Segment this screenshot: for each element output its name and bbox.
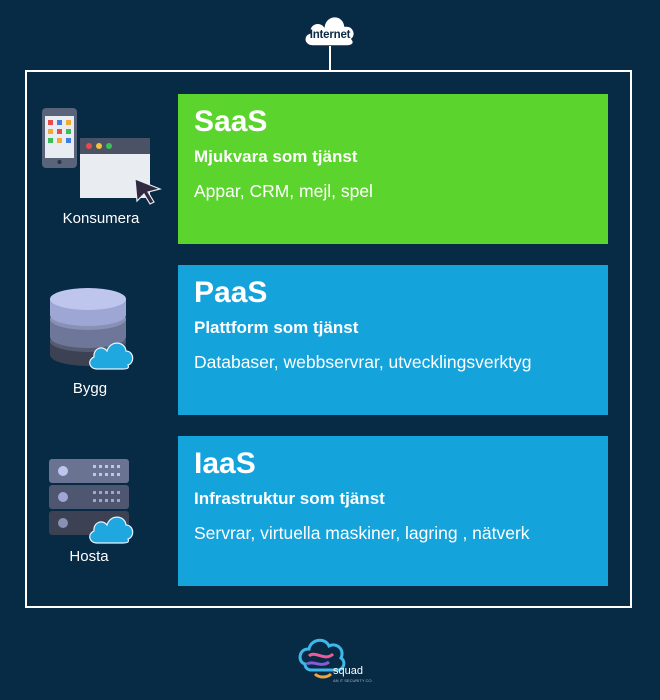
internet-connector (329, 46, 331, 71)
layer-saas: SaaS Mjukvara som tjänst Appar, CRM, mej… (178, 94, 608, 244)
phone-browser-icon (42, 108, 162, 205)
svg-text:squad: squad (333, 665, 363, 677)
svg-text:AN IT SECURITY CO.: AN IT SECURITY CO. (333, 678, 373, 683)
server-cloud-icon (49, 459, 134, 544)
layer-iaas: IaaS Infrastruktur som tjänst Servrar, v… (178, 436, 608, 586)
cloud-frame (25, 70, 632, 608)
layer-paas: PaaS Plattform som tjänst Databaser, web… (178, 265, 608, 415)
layer-description: Appar, CRM, mejl, spel (194, 181, 373, 201)
squad-logo: squad AN IT SECURITY CO. (298, 638, 373, 683)
layer-title: SaaS (194, 105, 268, 138)
side-label-consume: Konsumera (62, 210, 140, 227)
internet-cloud-icon (303, 15, 356, 47)
layer-subtitle: Infrastruktur som tjänst (194, 489, 385, 508)
layer-description: Databaser, webbservrar, utvecklingsverkt… (194, 352, 532, 372)
layer-title: IaaS (194, 447, 256, 480)
layer-subtitle: Mjukvara som tjänst (194, 147, 358, 166)
side-label-build: Bygg (72, 380, 108, 397)
internet-label: Internet (309, 29, 351, 41)
layer-description: Servrar, virtuella maskiner, lagring , n… (194, 523, 530, 543)
side-label-host: Hosta (69, 548, 109, 565)
database-cloud-icon (50, 288, 134, 370)
layer-title: PaaS (194, 276, 268, 309)
layer-subtitle: Plattform som tjänst (194, 318, 359, 337)
